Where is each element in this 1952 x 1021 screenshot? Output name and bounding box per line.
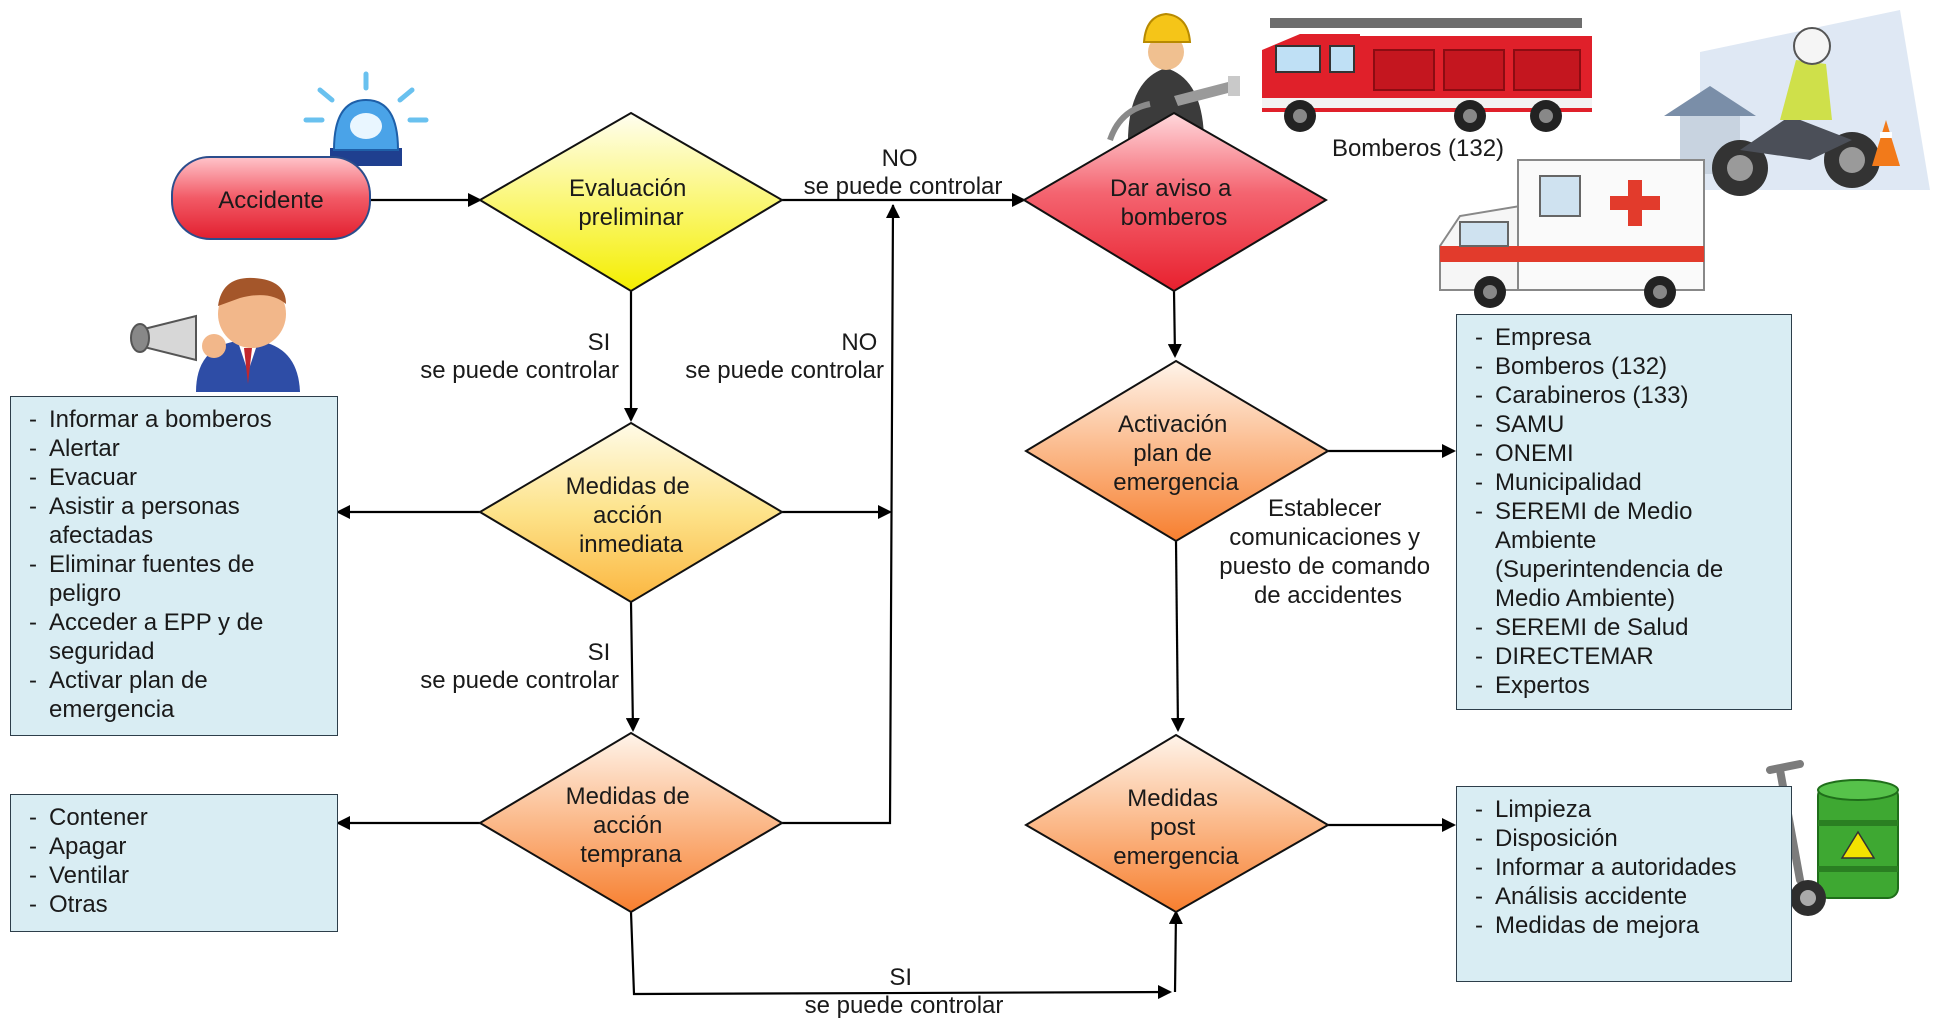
node-inmediata-line3: inmediata	[579, 531, 684, 558]
list-item: Expertos	[1475, 671, 1781, 700]
list-item: Apagar	[29, 832, 327, 861]
list-item: SEREMI de Medio Ambiente (Superintendenc…	[1475, 497, 1781, 613]
list-item: Empresa	[1475, 323, 1781, 352]
list-item: Informar a bomberos	[29, 405, 327, 434]
ambulance-icon	[1439, 159, 1705, 308]
siren-icon	[303, 71, 429, 166]
node-post-line2: post	[1150, 814, 1196, 841]
list-item: Informar a autoridades	[1475, 853, 1781, 882]
list-item: Carabineros (133)	[1475, 381, 1781, 410]
list-item: Evacuar	[29, 463, 327, 492]
node-dar-aviso-line1: Dar aviso a	[1110, 175, 1232, 202]
arrow-inmediata-temprana	[625, 601, 640, 732]
node-dar-aviso: Dar aviso a bomberos	[1022, 111, 1328, 293]
node-accidente: Accidente	[171, 156, 371, 240]
svg-text:Activación plan de: Activación plan de emergencia	[1113, 411, 1239, 496]
label-establecer: Establecer comunicaciones y puesto de co…	[1219, 495, 1437, 609]
list-item: Activar plan de emergencia	[29, 666, 327, 724]
node-medidas-post: Medidas post emergencia	[1024, 733, 1330, 914]
list-item: Análisis accidente	[1475, 882, 1781, 911]
node-accidente-label: Accidente	[218, 187, 323, 214]
list-item: Bomberos (132)	[1475, 352, 1781, 381]
box-temprana-actions: Contener Apagar Ventilar Otras	[10, 794, 338, 932]
box-contacts: Empresa Bomberos (132) Carabineros (133)…	[1456, 314, 1792, 710]
node-post-line1: Medidas	[1127, 785, 1218, 812]
svg-text:Medidas de acción: Medidas de acción temprana	[566, 783, 697, 868]
node-temprana-line3: temprana	[580, 841, 682, 868]
list-item: Disposición	[1475, 824, 1781, 853]
node-evaluacion-line2: preliminar	[578, 204, 683, 231]
node-medidas-inmediata: Medidas de acción inmediata	[478, 421, 784, 604]
svg-text:Dar aviso a bomberos: Dar aviso a bomberos	[1110, 175, 1238, 231]
label-si-bottom: SI se puede controlar	[805, 964, 1004, 1019]
list-item: SEREMI de Salud	[1475, 613, 1781, 642]
node-dar-aviso-line2: bomberos	[1121, 204, 1228, 231]
box-inmediata-actions: Informar a bomberos Alertar Evacuar Asis…	[10, 396, 338, 736]
arrow-temprana-no	[782, 204, 895, 825]
megaphone-person-icon	[130, 277, 300, 392]
list-item: Ventilar	[29, 861, 327, 890]
label-no-top: NO se puede controlar	[804, 145, 1003, 200]
node-temprana-line1: Medidas de	[566, 783, 690, 810]
list-item: Municipalidad	[1475, 468, 1781, 497]
svg-text:Medidas post emerg: Medidas post emergencia	[1113, 785, 1239, 870]
node-activacion-line3: emergencia	[1113, 469, 1239, 496]
node-evaluacion: Evaluación preliminar	[478, 111, 784, 293]
svg-text:Evaluación preliminar: Evaluación preliminar	[569, 175, 693, 231]
arrow-temprana-post	[629, 911, 1172, 1000]
label-si-1: SI se puede controlar	[420, 329, 619, 384]
list-item: SAMU	[1475, 410, 1781, 439]
node-activacion-line1: Activación	[1118, 411, 1227, 438]
connectors	[336, 193, 1456, 1000]
list-item: Acceder a EPP y de seguridad	[29, 608, 327, 666]
list-item: Medidas de mejora	[1475, 911, 1781, 940]
node-medidas-temprana: Medidas de acción temprana	[478, 731, 784, 914]
fire-truck-icon	[1262, 18, 1592, 132]
node-evaluacion-line1: Evaluación	[569, 175, 686, 202]
node-activacion: Activación plan de emergencia	[1024, 359, 1330, 543]
list-item: Asistir a personas afectadas	[29, 492, 327, 550]
label-no-mid: NO se puede controlar	[685, 329, 884, 384]
list-item: ONEMI	[1475, 439, 1781, 468]
list-item: Limpieza	[1475, 795, 1781, 824]
svg-text:Medidas de acción: Medidas de acción inmediata	[566, 473, 697, 558]
police-motorcycle-icon	[1664, 10, 1930, 196]
node-inmediata-line1: Medidas de	[566, 473, 690, 500]
arrow-aviso-activacion	[1167, 290, 1182, 358]
node-post-line3: emergencia	[1113, 843, 1239, 870]
list-item: Alertar	[29, 434, 327, 463]
node-inmediata-line2: acción	[593, 502, 662, 529]
label-si-2: SI se puede controlar	[420, 639, 619, 694]
list-item: Eliminar fuentes de peligro	[29, 550, 327, 608]
list-item: Otras	[29, 890, 327, 919]
node-activacion-line2: plan de	[1133, 440, 1212, 467]
node-temprana-line2: acción	[593, 812, 662, 839]
bomberos-caption: Bomberos (132)	[1332, 135, 1504, 162]
arrow-activacion-post	[1170, 540, 1185, 732]
box-post-actions: Limpieza Disposición Informar a autorida…	[1456, 786, 1792, 982]
list-item: Contener	[29, 803, 327, 832]
list-item: DIRECTEMAR	[1475, 642, 1781, 671]
arrow-post-up	[1168, 910, 1183, 993]
